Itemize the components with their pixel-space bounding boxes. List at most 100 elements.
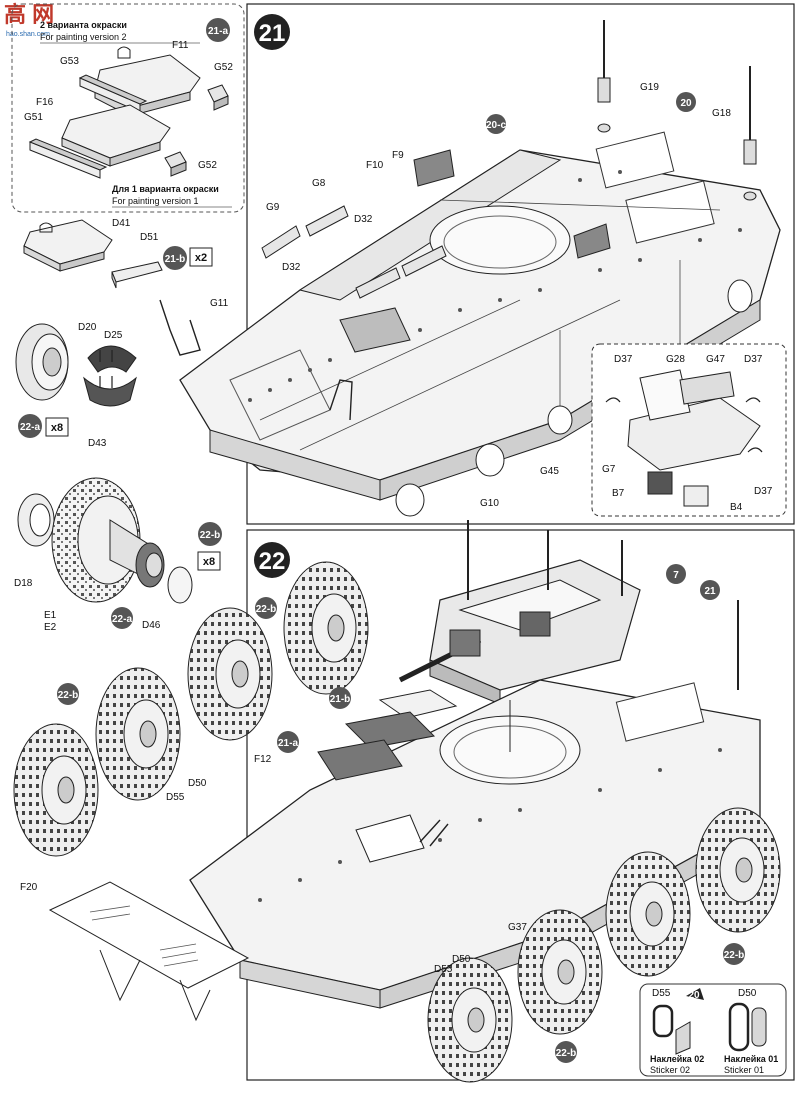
part-g52-block-top	[207, 84, 229, 111]
step-21-badge	[254, 14, 290, 50]
label-d37-c: D37	[754, 486, 773, 497]
detail-inset-turret-base: D37 G28 G47 D37 G7 D37 B7 B4	[591, 343, 787, 517]
sticker-inset: D55 D50 20 Наклейка 02 Sticker 02 Наклей…	[639, 983, 787, 1077]
wheel-right-3	[605, 851, 691, 977]
part-g52-block-bottom	[164, 151, 187, 177]
sticker-02-ru: Наклейка 02	[650, 1054, 704, 1064]
label-f12: F12	[254, 754, 272, 765]
sub-assembly-22a: D20 D25 D43 22-a x8	[15, 322, 137, 449]
label-f16: F16	[36, 97, 54, 108]
sticker-01-en: Sticker 01	[724, 1065, 764, 1075]
label-d25: D25	[104, 330, 123, 341]
part-g11-rail	[159, 299, 353, 421]
sub-assembly-21b: D41 D51 21-b x2	[23, 218, 213, 289]
label-g52-bottom: G52	[198, 160, 217, 171]
label-b7: B7	[612, 488, 625, 499]
inset-caption-en: For painting version 2	[40, 32, 127, 42]
part-f20-sheet	[48, 881, 250, 1022]
label-d20: D20	[78, 322, 97, 333]
label-d41: D41	[112, 218, 131, 229]
wheel-left-1	[13, 723, 99, 857]
label-d51: D51	[140, 232, 159, 243]
ref-bubble-22a: 22-a	[20, 422, 40, 433]
wheel-right-2	[517, 909, 603, 1035]
ref-bubble-21a	[206, 18, 230, 42]
sticker-01-ru: Наклейка 01	[724, 1054, 778, 1064]
sticker-ref-20: 20	[688, 990, 700, 1001]
label-g37: G37	[508, 922, 527, 933]
step-21-number: 21	[259, 20, 286, 47]
ref-bubble-22b-4: 22-b	[556, 1048, 577, 1059]
step-22-panel: 22	[13, 520, 795, 1083]
wheel-left-4	[283, 561, 369, 695]
ref-bubble-22b: 22-b	[200, 530, 221, 541]
label-g19: G19	[640, 82, 659, 93]
ref-bubble-22b-1: 22-b	[256, 604, 277, 615]
multiplier-22b: x8	[203, 556, 215, 568]
step-22-number: 22	[259, 548, 286, 575]
ref-bubble-21b-step22: 21-b	[330, 694, 351, 705]
antenna-g18	[743, 66, 757, 201]
label-e1: E1	[44, 610, 57, 621]
painting-version-inset: 2 варианта окраски For painting version …	[11, 3, 245, 213]
ref-bubble-20c: 20-c	[486, 120, 506, 131]
label-g28: G28	[666, 354, 685, 365]
ref-bubble-21a-step22: 21-a	[278, 738, 298, 749]
label-f11: F11	[172, 40, 189, 51]
ref-bubble-21a-label: 21-a	[208, 26, 228, 37]
label-g11: G11	[210, 298, 229, 309]
ref-bubble-22b-3: 22-b	[724, 950, 745, 961]
label-d18: D18	[14, 578, 33, 589]
ref-bubble-7: 7	[673, 570, 679, 581]
label-d37-b: D37	[744, 354, 763, 365]
label-d55-left: D55	[166, 792, 185, 803]
label-g53: G53	[60, 56, 79, 67]
label-d43: D43	[88, 438, 107, 449]
part-f16-plate	[61, 104, 171, 167]
inset-v1-caption-en: For painting version 1	[112, 196, 199, 206]
label-b4: B4	[730, 502, 743, 513]
label-g47: G47	[706, 354, 725, 365]
label-g7: G7	[602, 464, 616, 475]
step-21-panel: 21	[159, 3, 795, 525]
wheels-step-22	[13, 561, 781, 1083]
ref-bubble-22a-inner: 22-a	[112, 614, 132, 625]
watermark-text: 高 网	[4, 2, 54, 27]
sticker-label-d55: D55	[652, 988, 671, 999]
label-f20: F20	[20, 882, 38, 893]
label-d50-right: D50	[452, 954, 471, 965]
part-f11-plate	[94, 46, 201, 117]
label-d37-a: D37	[614, 354, 633, 365]
label-g9: G9	[266, 202, 280, 213]
multiplier-22a: x8	[51, 422, 63, 434]
label-g18: G18	[712, 108, 731, 119]
label-e2: E2	[44, 622, 57, 633]
sticker-label-d50: D50	[738, 988, 757, 999]
wheel-right-4	[695, 807, 781, 933]
sticker-02-en: Sticker 02	[650, 1065, 690, 1075]
hull-step-21	[179, 131, 781, 517]
ref-bubble-21: 21	[704, 586, 716, 597]
wheel-left-3	[187, 607, 273, 741]
antenna-g19	[597, 20, 611, 133]
label-d32-b: D32	[282, 262, 301, 273]
label-g45: G45	[540, 466, 559, 477]
wheel-right-1	[427, 957, 513, 1083]
label-d32-a: D32	[354, 214, 373, 225]
sub-assembly-22b: D18 E1 E2 D46 22-a 22-b x8	[14, 477, 222, 633]
ref-bubble-22b-2: 22-b	[58, 690, 79, 701]
ref-bubble-21b: 21-b	[165, 254, 186, 265]
part-g9-g8	[261, 149, 611, 299]
step-22-badge	[254, 542, 290, 578]
inset-caption-ru: 2 варианта окраски	[40, 20, 127, 30]
site-watermark: 高 网 hao.shan.com	[4, 2, 54, 38]
turret-step-22	[398, 520, 641, 705]
inset-v1-caption-ru: Для 1 варианта окраски	[112, 184, 219, 194]
label-f10: F10	[366, 160, 384, 171]
part-g51-bar	[28, 138, 108, 179]
watermark-url: hao.shan.com	[6, 31, 50, 38]
label-f9: F9	[392, 150, 404, 161]
label-g8: G8	[312, 178, 326, 189]
label-d50-left: D50	[188, 778, 207, 789]
label-g51: G51	[24, 112, 43, 123]
